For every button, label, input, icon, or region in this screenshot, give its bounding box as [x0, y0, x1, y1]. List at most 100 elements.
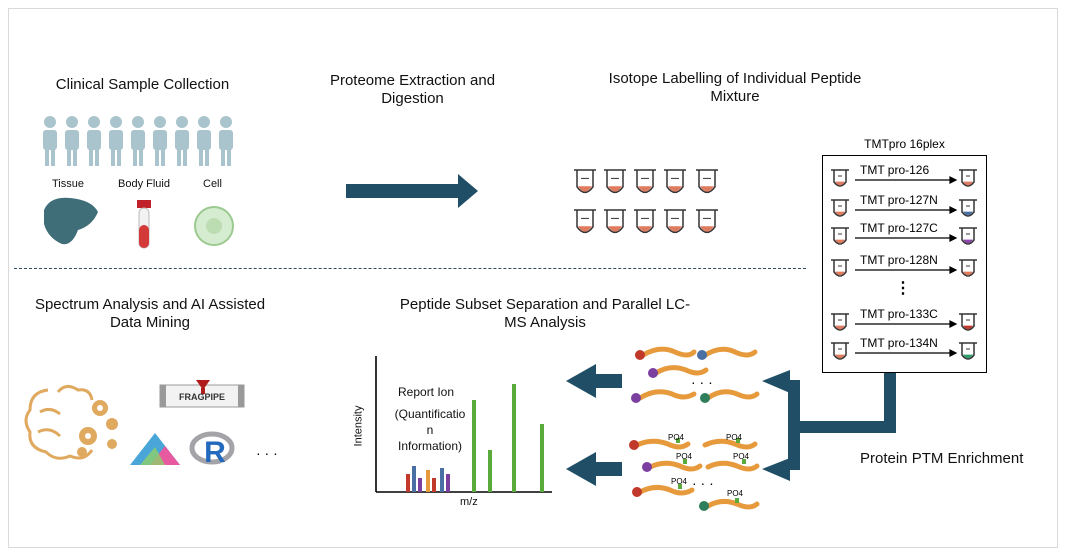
r-logo-text: R [204, 436, 226, 469]
r-logo [189, 431, 235, 465]
report-ion-bar [440, 468, 444, 492]
report-ion-bar [412, 466, 416, 492]
tmt-channel-134n: TMT pro-134N [860, 336, 938, 350]
tmt-box-title: TMTpro 16plex [864, 137, 945, 151]
tmt-source-tube-icon [831, 227, 849, 245]
tmt-labelled-tube-icon [959, 199, 977, 217]
tube-icon [664, 209, 686, 234]
sample-type-cell: Cell [203, 178, 222, 190]
gear-icons [77, 400, 118, 457]
spectrum-analysis-title: Spectrum Analysis and AI Assisted Data M… [15, 296, 285, 332]
section-divider [14, 268, 806, 269]
phospho-label-1: PO4 [668, 433, 685, 442]
peptide-beads-upper [631, 350, 710, 403]
isotope-labelling-title: Isotope Labelling of Individual Peptide … [560, 70, 910, 106]
tube-icon [574, 209, 596, 234]
tmt-tubes [831, 169, 977, 360]
phospho-label-5: PO4 [671, 477, 688, 486]
sample-type-body-fluid: Body Fluid [118, 178, 170, 190]
tmt-source-tube-icon [831, 313, 849, 331]
tube-icon [604, 209, 626, 234]
tmt-source-tube-icon [831, 169, 849, 187]
clinical-sample-title: Clinical Sample Collection [55, 76, 230, 93]
spectrum-analysis-line2: Data Mining [109, 314, 191, 331]
peptide-separation-line1: Peptide Subset Separation and Parallel L… [399, 296, 691, 313]
peptide-dots-upper: · · · [691, 374, 713, 390]
sample-type-tissue: Tissue [52, 178, 84, 190]
tube-icon [634, 209, 656, 234]
isotope-labelling-line1: Isotope Labelling of Individual Peptide [608, 70, 862, 87]
tmt-labelled-tube-icon [959, 259, 977, 277]
tmt-source-tube-icon [831, 199, 849, 217]
ptm-enrichment-label: Protein PTM Enrichment [860, 450, 1024, 467]
distribution-connector [762, 370, 896, 481]
proteome-extraction-line2: Digestion [381, 90, 444, 107]
tmt-channel-126: TMT pro-126 [860, 163, 930, 177]
arrow-right-icon [346, 174, 478, 208]
tube-icon [664, 169, 686, 194]
blood-tube-icon [137, 200, 151, 249]
peptide-beads-lower [629, 438, 746, 511]
spectrum-peak-bar [512, 384, 516, 492]
phospho-label-4: PO4 [733, 452, 750, 461]
isotope-labelling-line2: Mixture [710, 88, 760, 105]
tmt-box [822, 155, 987, 373]
report-ion-bar [406, 474, 410, 492]
quantification-line1: (Quantificatio [394, 407, 466, 421]
tmt-source-tube-icon [831, 259, 849, 277]
tmt-labelled-tube-icon [959, 169, 977, 187]
tmt-labelled-tube-icon [959, 227, 977, 245]
report-ion-bar [426, 470, 430, 492]
report-ion-bar [418, 478, 422, 492]
peptide-group-lower [634, 438, 760, 510]
tube-icon [574, 169, 596, 194]
spectrum-axes [375, 356, 552, 493]
tmt-channel-127c: TMT pro-127C [860, 221, 938, 235]
spectrum-peak-bar [540, 424, 544, 492]
quantification-line2: n [426, 423, 434, 437]
tube-icon [604, 169, 626, 194]
tmt-channel-128n: TMT pro-128N [860, 253, 938, 267]
tmt-labelled-tube-icon [959, 313, 977, 331]
phospho-label-3: PO4 [676, 452, 693, 461]
report-ion-bar [432, 478, 436, 492]
report-ion-bar [446, 474, 450, 492]
tmt-ellipsis: ⋮ [895, 280, 911, 297]
tube-icon [634, 169, 656, 194]
proteome-extraction-title: Proteome Extraction and Digestion [300, 72, 525, 108]
diagram-frame [8, 8, 1058, 548]
cell-icon [194, 206, 234, 246]
tmt-arrows [855, 176, 958, 357]
tube-grid [574, 169, 718, 234]
fragpipe-logo-text: FRAGPIPE [179, 392, 225, 402]
liver-icon [44, 197, 98, 245]
arrow-left-upper-icon [566, 364, 622, 398]
quantification-label: (Quantificatio n Information) [385, 406, 475, 454]
tmt-channel-127n: TMT pro-127N [860, 193, 938, 207]
peptide-separation-line2: MS Analysis [504, 314, 586, 331]
peptide-group-upper [637, 346, 760, 401]
tmt-channel-133c: TMT pro-133C [860, 307, 938, 321]
software-ellipsis: · · · [256, 445, 278, 461]
report-ion-label: Report Ion [398, 385, 455, 399]
spectrum-xlabel: m/z [460, 496, 478, 508]
proteome-extraction-line1: Proteome Extraction and [329, 72, 496, 89]
peptide-dots-lower: · · · [692, 475, 714, 491]
people-row-icon [43, 116, 233, 166]
spectrum-bars [406, 384, 544, 492]
tube-icon [696, 169, 718, 194]
spectrum-analysis-line1: Spectrum Analysis and AI Assisted [34, 296, 266, 313]
tmt-source-tube-icon [831, 342, 849, 360]
fragpipe-logo [159, 380, 245, 408]
spectrum-peak-bar [488, 450, 492, 492]
peptide-separation-title: Peptide Subset Separation and Parallel L… [380, 296, 710, 332]
triangle-logo [130, 433, 180, 465]
phospho-label-2: PO4 [726, 433, 743, 442]
phospho-label-6: PO4 [727, 489, 744, 498]
quantification-line3: Information) [397, 439, 463, 453]
spectrum-peak-bar [472, 400, 476, 492]
tmt-labelled-tube-icon [959, 342, 977, 360]
arrow-left-lower-icon [566, 452, 622, 486]
